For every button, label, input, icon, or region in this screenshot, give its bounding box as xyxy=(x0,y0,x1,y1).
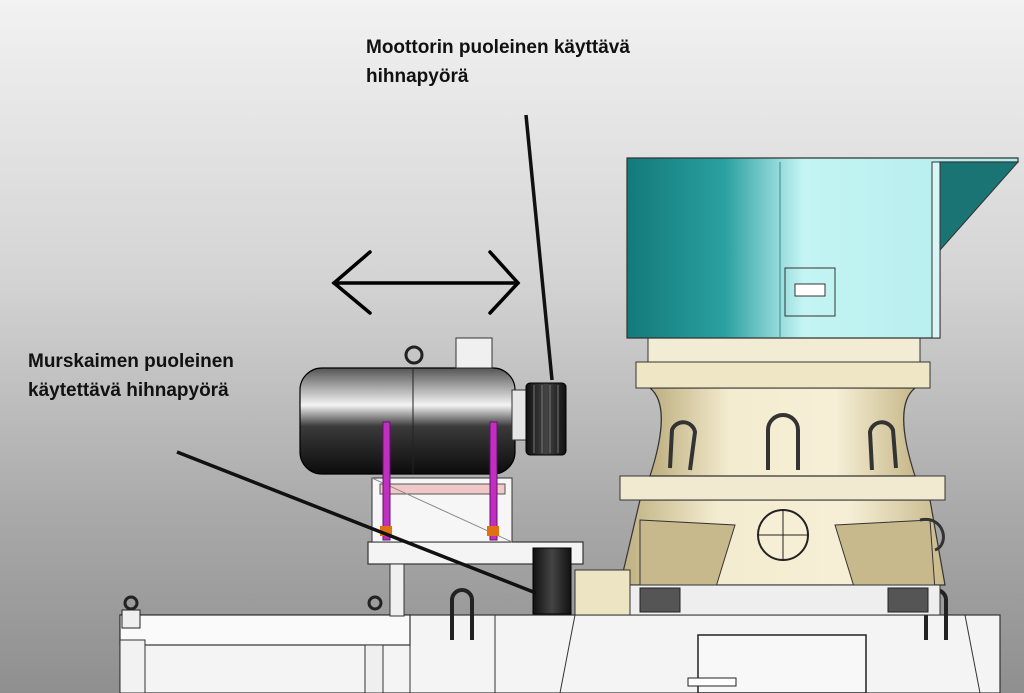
leader-line-motor-pulley xyxy=(524,114,554,381)
leader-line-crusher-pulley xyxy=(176,450,537,595)
mounting-bolts xyxy=(380,421,499,541)
crusher-pulley-label-line-1: Murskaimen puoleinen xyxy=(28,351,234,372)
motor-pulley-label: Moottorin puoleinen käyttävä hihnapyörä xyxy=(366,33,726,91)
motor-pulley-label-line-1: Moottorin puoleinen käyttävä xyxy=(366,37,630,58)
lifting-lug-left xyxy=(121,595,141,629)
crusher-pulley-label-line-2: käytettävä hihnapyörä xyxy=(28,380,229,401)
double-arrow-icon xyxy=(331,250,521,315)
lifting-lug-mid xyxy=(367,595,383,611)
motor-pulley xyxy=(525,382,567,456)
crusher-body xyxy=(574,337,946,616)
crusher-pulley-label: Murskaimen puoleinen käytettävä hihnapyö… xyxy=(28,347,318,405)
lifting-lug-hook-1 xyxy=(450,588,474,640)
crusher-pulley xyxy=(532,547,572,615)
base-frame xyxy=(119,614,1001,693)
hopper xyxy=(626,157,1020,339)
motor-pulley-label-line-2: hihnapyörä xyxy=(366,66,469,87)
